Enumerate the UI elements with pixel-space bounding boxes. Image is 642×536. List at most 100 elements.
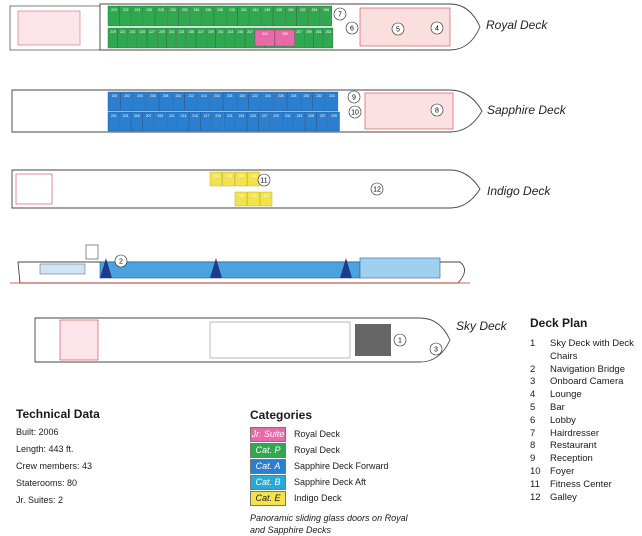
cabin-number: 222 bbox=[252, 94, 258, 98]
category-badge: Cat. P bbox=[250, 442, 286, 458]
cabin-number: 221 bbox=[120, 30, 126, 34]
marker-number: 1 bbox=[398, 338, 402, 345]
marker-number: 10 bbox=[351, 110, 359, 117]
sky-markers: 13 bbox=[393, 333, 443, 356]
cabin bbox=[305, 111, 317, 132]
cabin bbox=[212, 111, 224, 132]
cabin-number: 235 bbox=[188, 30, 194, 34]
cabin bbox=[225, 27, 236, 49]
cabin bbox=[190, 5, 203, 27]
cabin bbox=[325, 91, 339, 112]
cabin-number: 106 bbox=[238, 174, 244, 178]
cabin bbox=[248, 91, 262, 112]
cabin bbox=[287, 91, 300, 112]
legend-label: Bar bbox=[550, 401, 565, 413]
cabin-number: 219 bbox=[215, 114, 221, 118]
legend-number: 3 bbox=[530, 376, 536, 388]
legend-number: 5 bbox=[530, 401, 536, 413]
cabin-number: 105 bbox=[238, 194, 244, 198]
cabin bbox=[171, 91, 185, 112]
cabin bbox=[261, 5, 273, 27]
marker-number: 12 bbox=[373, 187, 381, 194]
cabin-number: 233 bbox=[297, 114, 303, 118]
cabin-number: 248 bbox=[276, 8, 282, 12]
cabin-number: 225 bbox=[250, 114, 256, 118]
cabin bbox=[146, 27, 157, 49]
cabin-number: 235 bbox=[308, 114, 314, 118]
cabin bbox=[177, 111, 189, 132]
cabin bbox=[119, 111, 131, 132]
categories-note: Panoramic sliding glass doors on Royal a… bbox=[250, 513, 408, 535]
cabin-number: 237 bbox=[320, 114, 326, 118]
cabin bbox=[274, 91, 287, 112]
marker-circle bbox=[348, 105, 362, 119]
cabin-number: 110 bbox=[214, 174, 220, 178]
cabin bbox=[205, 27, 216, 49]
cabin bbox=[225, 5, 238, 27]
cabin bbox=[234, 171, 248, 187]
cabin bbox=[270, 111, 282, 132]
cabin-number: 204 bbox=[137, 94, 143, 98]
cabin-number: 209 bbox=[157, 114, 163, 118]
cabin-number: 228 bbox=[158, 8, 164, 12]
cabin bbox=[137, 27, 147, 49]
marker-circle bbox=[430, 21, 444, 35]
marker-number: 3 bbox=[434, 347, 438, 354]
cabin-number: 232 bbox=[316, 94, 322, 98]
cabin-number: 222 bbox=[123, 8, 129, 12]
cabin bbox=[188, 111, 201, 132]
cabin-number: 224 bbox=[135, 8, 141, 12]
cabin bbox=[296, 5, 309, 27]
cabin bbox=[166, 5, 179, 27]
cabin-number: 200 bbox=[112, 94, 118, 98]
legend-number: 1 bbox=[530, 338, 536, 349]
cabin bbox=[234, 191, 248, 207]
cabin-number: 241 bbox=[218, 30, 224, 34]
cabin-number: 205 bbox=[134, 114, 140, 118]
legend-label: Fitness Center bbox=[550, 478, 612, 490]
marker-number: 11 bbox=[260, 178, 267, 185]
category-label: Indigo Deck bbox=[294, 493, 342, 503]
cabin-number: 234 bbox=[329, 94, 335, 98]
marker-number: 5 bbox=[396, 27, 400, 34]
cabin-number: 240 bbox=[229, 8, 235, 12]
cabin-number: 229 bbox=[273, 114, 279, 118]
legend-number: 8 bbox=[530, 440, 536, 452]
cabin bbox=[213, 5, 226, 27]
cabin-number: 208 bbox=[163, 94, 169, 98]
ship-side-profile: 2 bbox=[10, 244, 470, 284]
cabin-number: 224 bbox=[265, 94, 271, 98]
cabin-number: 227 bbox=[262, 114, 268, 118]
cabin-number: 206 bbox=[150, 94, 156, 98]
legend-number: 12 bbox=[530, 491, 541, 503]
cabin-number: 211 bbox=[169, 114, 175, 118]
cabin bbox=[117, 27, 128, 49]
legend-label: Lounge bbox=[550, 389, 582, 401]
cabin-number: 231 bbox=[169, 30, 175, 34]
legend-number: 2 bbox=[530, 363, 536, 375]
cabin-number: 254 bbox=[312, 8, 318, 12]
cabin bbox=[244, 27, 255, 49]
cabin bbox=[209, 171, 223, 187]
cabin-number: 201 bbox=[111, 114, 117, 118]
cabin-number: 238 bbox=[217, 8, 223, 12]
cabin bbox=[222, 171, 235, 187]
category-row: Cat. P Royal Deck bbox=[250, 442, 420, 458]
cabin bbox=[246, 111, 259, 132]
category-row: Jr. Suite Royal Deck bbox=[250, 426, 420, 442]
cabin bbox=[308, 5, 321, 27]
category-label: Sapphire Deck Forward bbox=[294, 461, 389, 471]
category-row: Cat. A Sapphire Deck Forward bbox=[250, 458, 420, 474]
legend-number: 4 bbox=[530, 389, 536, 401]
sapphire-deck-label: Sapphire Deck bbox=[487, 103, 566, 117]
cabin-number: 219 bbox=[110, 30, 116, 34]
category-badge: Cat. A bbox=[250, 458, 286, 474]
cabin-number: 226 bbox=[146, 8, 152, 12]
